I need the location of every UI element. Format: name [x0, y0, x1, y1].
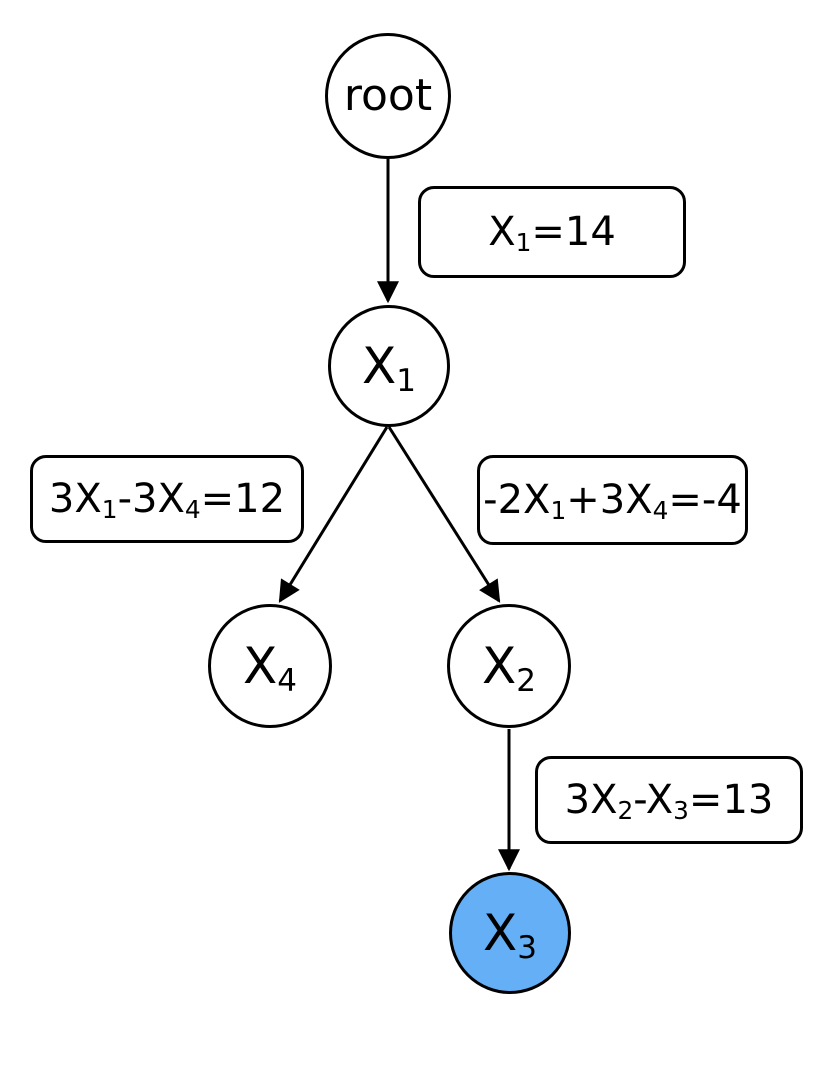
node-x1: X1	[328, 305, 450, 427]
node-x3-label: X3	[483, 904, 537, 966]
node-x1-label: X1	[362, 337, 416, 399]
node-x2-label: X2	[482, 637, 536, 699]
edge-label-x1-x4: 3X1-3X4=12	[30, 455, 304, 543]
node-x4: X4	[208, 604, 332, 728]
edge-x1-x2	[387, 426, 501, 603]
edge-label-x1-x2-text: -2X1+3X4=-4	[483, 477, 742, 526]
node-x3: X3	[449, 872, 571, 994]
node-root: root	[325, 33, 451, 159]
edge-x1-x4	[278, 426, 389, 603]
edge-label-x1-x4-text: 3X1-3X4=12	[48, 476, 286, 525]
edge-label-x1-x2: -2X1+3X4=-4	[477, 455, 748, 545]
edge-label-root-x1-text: X1=14	[488, 209, 616, 258]
edge-label-x2-x3: 3X2-X3=13	[535, 756, 803, 844]
edge-label-root-x1: X1=14	[418, 186, 686, 278]
node-root-label: root	[343, 70, 433, 121]
node-x2: X2	[447, 604, 571, 728]
node-x4-label: X4	[243, 637, 297, 699]
edge-label-x2-x3-text: 3X2-X3=13	[564, 777, 774, 826]
